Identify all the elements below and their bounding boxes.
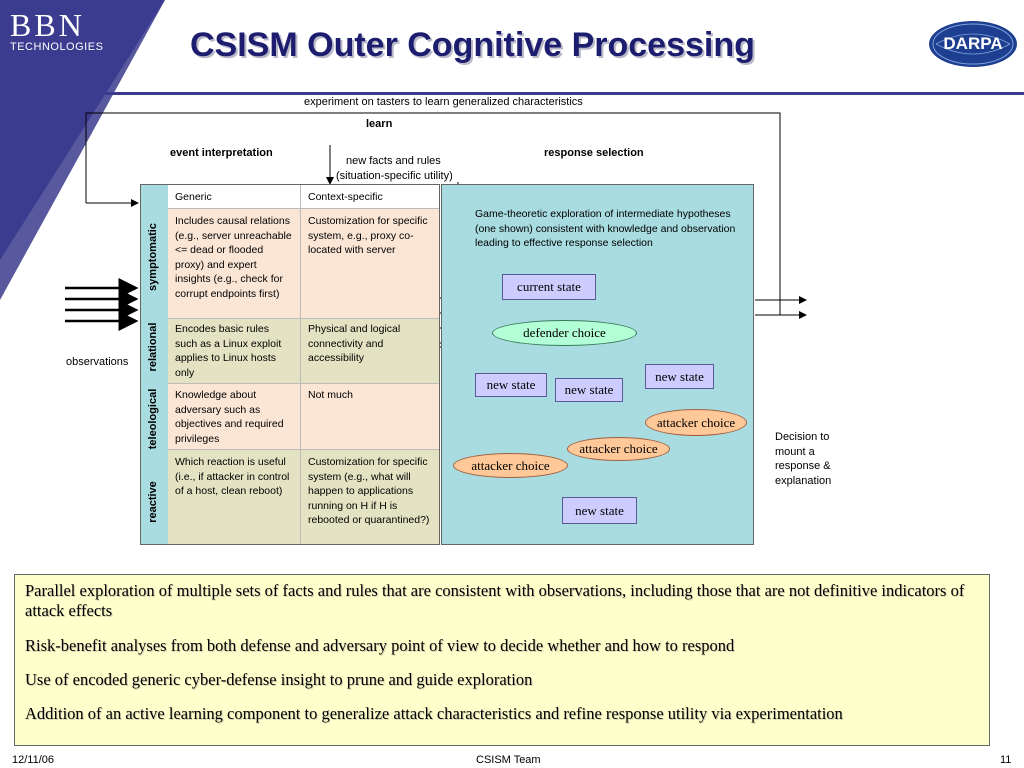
current-state-node: current state — [502, 274, 596, 300]
category-symptomatic: symptomatic — [147, 223, 159, 291]
header-rule — [0, 92, 1024, 95]
row-relational-generic: Encodes basic rules such as a Linux expl… — [168, 319, 301, 384]
summary-bullet: Addition of an active learning component… — [25, 704, 843, 723]
defender-choice-node: defender choice — [492, 320, 637, 346]
summary-bullet: Parallel exploration of multiple sets of… — [25, 581, 965, 620]
observations-label: observations — [66, 356, 129, 368]
decision-label-line: Decision to — [775, 431, 830, 443]
category-reactive: reactive — [147, 481, 159, 523]
header-context: Context-specific — [301, 185, 439, 209]
summary-box: Parallel exploration of multiple sets of… — [14, 574, 990, 746]
new-state-node-2: new state — [555, 378, 623, 402]
new-facts-label-line2: (situation-specific utility) — [336, 170, 453, 182]
row-symptomatic-generic: Includes causal relations (e.g., server … — [168, 209, 301, 319]
new-state-node-1: new state — [475, 373, 547, 397]
corner-graphic — [0, 0, 200, 300]
new-state-node-3: new state — [645, 364, 714, 389]
row-teleological-context: Not much — [301, 384, 439, 450]
response-selection-label: response selection — [544, 147, 644, 159]
decision-label-line: mount a — [775, 445, 815, 458]
attacker-choice-node-2: attacker choice — [567, 437, 670, 461]
row-symptomatic-context: Customization for specific system, e.g.,… — [301, 209, 439, 319]
row-reactive-generic: Which reaction is useful (i.e., if attac… — [168, 450, 301, 544]
event-interpretation-label: event interpretation — [170, 147, 273, 159]
darpa-logo-icon — [929, 21, 1017, 67]
new-facts-label-line1: new facts and rules — [346, 155, 441, 167]
row-relational-context: Physical and logical connectivity and ac… — [301, 319, 439, 384]
summary-bullet: Use of encoded generic cyber-defense ins… — [25, 670, 533, 689]
header-generic: Generic — [168, 185, 301, 209]
darpa-logo-text: DARPA — [943, 34, 1003, 53]
game-panel-description: Game-theoretic exploration of intermedia… — [475, 208, 736, 249]
knowledge-table: Generic Context-specific Includes causal… — [140, 184, 440, 545]
experiment-label: experiment on tasters to learn generaliz… — [304, 96, 583, 108]
decision-label: Decision to mount a response & explanati… — [775, 430, 831, 488]
category-teleological: teleological — [147, 388, 159, 450]
attacker-choice-node-3: attacker choice — [453, 453, 568, 478]
summary-bullet: Risk-benefit analyses from both defense … — [25, 636, 735, 655]
darpa-logo: DARPA — [928, 20, 1018, 68]
footer-team: CSISM Team — [476, 754, 541, 766]
attacker-choice-node-1: attacker choice — [645, 409, 747, 436]
decision-label-line: explanation — [775, 474, 832, 487]
footer-date: 12/11/06 — [12, 754, 55, 766]
new-state-node-4: new state — [562, 497, 637, 524]
learn-label: learn — [366, 118, 393, 130]
bbn-logo: BBN — [10, 7, 85, 43]
page-title: CSISM Outer Cognitive Processing — [190, 26, 755, 64]
decision-label-line: response & — [775, 460, 831, 472]
bbn-logo-subtitle: TECHNOLOGIES — [10, 41, 104, 53]
row-teleological-generic: Knowledge about adversary such as object… — [168, 384, 301, 450]
footer-page-number: 11 — [1000, 754, 1012, 766]
row-reactive-context: Customization for specific system (e.g.,… — [301, 450, 439, 544]
